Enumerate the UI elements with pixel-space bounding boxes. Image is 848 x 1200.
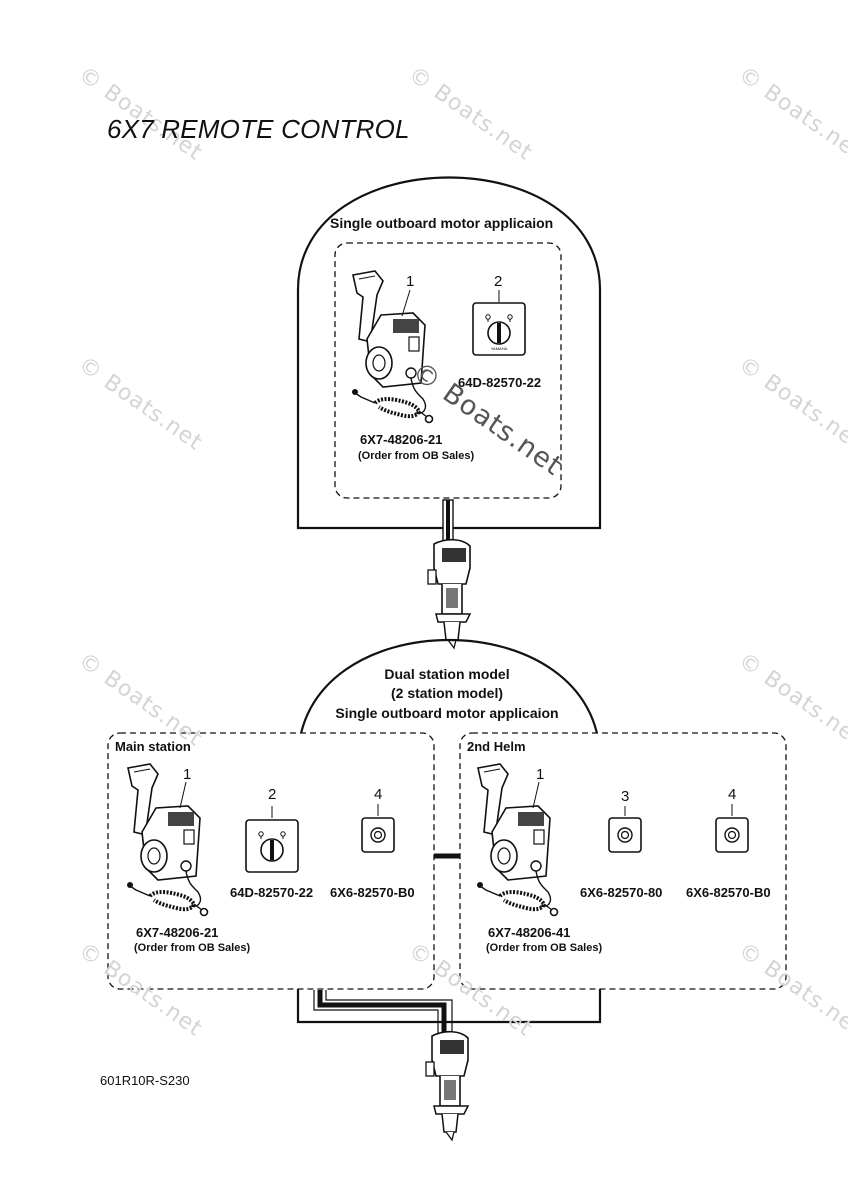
key-switch-brand: YAMAHA (491, 346, 508, 351)
bottom-cable (317, 990, 447, 1040)
helm-switch3-part-number: 6X6-82570-80 (580, 885, 663, 900)
second-helm-label: 2nd Helm (467, 739, 526, 754)
top-control-note: (Order from OB Sales) (358, 450, 475, 462)
top-key-switch-part-number: 64D-82570-22 (458, 375, 542, 390)
diagram-code: 601R10R-S230 (100, 1073, 190, 1088)
main-control-note: (Order from OB Sales) (134, 942, 251, 954)
switch3-illustration-helm (608, 817, 642, 853)
switch4-illustration-main (361, 817, 395, 853)
main-control-part-number: 6X7-48206-21 (136, 925, 219, 940)
top-callout-2: 2 (494, 273, 503, 290)
top-arch-outline (296, 176, 602, 530)
switch4-illustration-helm (715, 817, 749, 853)
main-station-label: Main station (115, 739, 191, 754)
helm-control-part-number: 6X7-48206-41 (488, 925, 571, 940)
main-callout-4: 4 (374, 786, 383, 803)
bottom-heading-line2: (2 station model) (390, 685, 503, 701)
main-key-switch-part-number: 64D-82570-22 (230, 885, 314, 900)
helm-switch4-part-number: 6X6-82570-B0 (686, 885, 771, 900)
key-switch-illustration-main (245, 819, 299, 873)
outboard-motor-top (427, 538, 471, 649)
top-dashed-frame (334, 242, 562, 499)
bottom-heading-line1: Dual station model (384, 666, 510, 682)
bottom-heading-line3: Single outboard motor applicaion (335, 705, 559, 721)
main-switch4-part-number: 6X6-82570-B0 (330, 885, 415, 900)
page-title: 6X7 REMOTE CONTROL (107, 114, 410, 144)
top-callout-1: 1 (406, 273, 415, 290)
main-callout-2: 2 (268, 786, 277, 803)
helm-callout-4: 4 (728, 786, 737, 803)
control-box-illustration-top (350, 269, 435, 425)
outboard-motor-bottom (425, 1030, 469, 1141)
second-helm-frame (459, 732, 787, 990)
helm-control-note: (Order from OB Sales) (486, 942, 603, 954)
helm-callout-1: 1 (536, 766, 545, 783)
top-section-heading: Single outboard motor applicaion (330, 215, 554, 231)
top-control-part-number: 6X7-48206-21 (360, 432, 443, 447)
helm-callout-3: 3 (621, 788, 630, 805)
main-callout-1: 1 (183, 766, 192, 783)
bottom-arch-outline (296, 639, 602, 1024)
